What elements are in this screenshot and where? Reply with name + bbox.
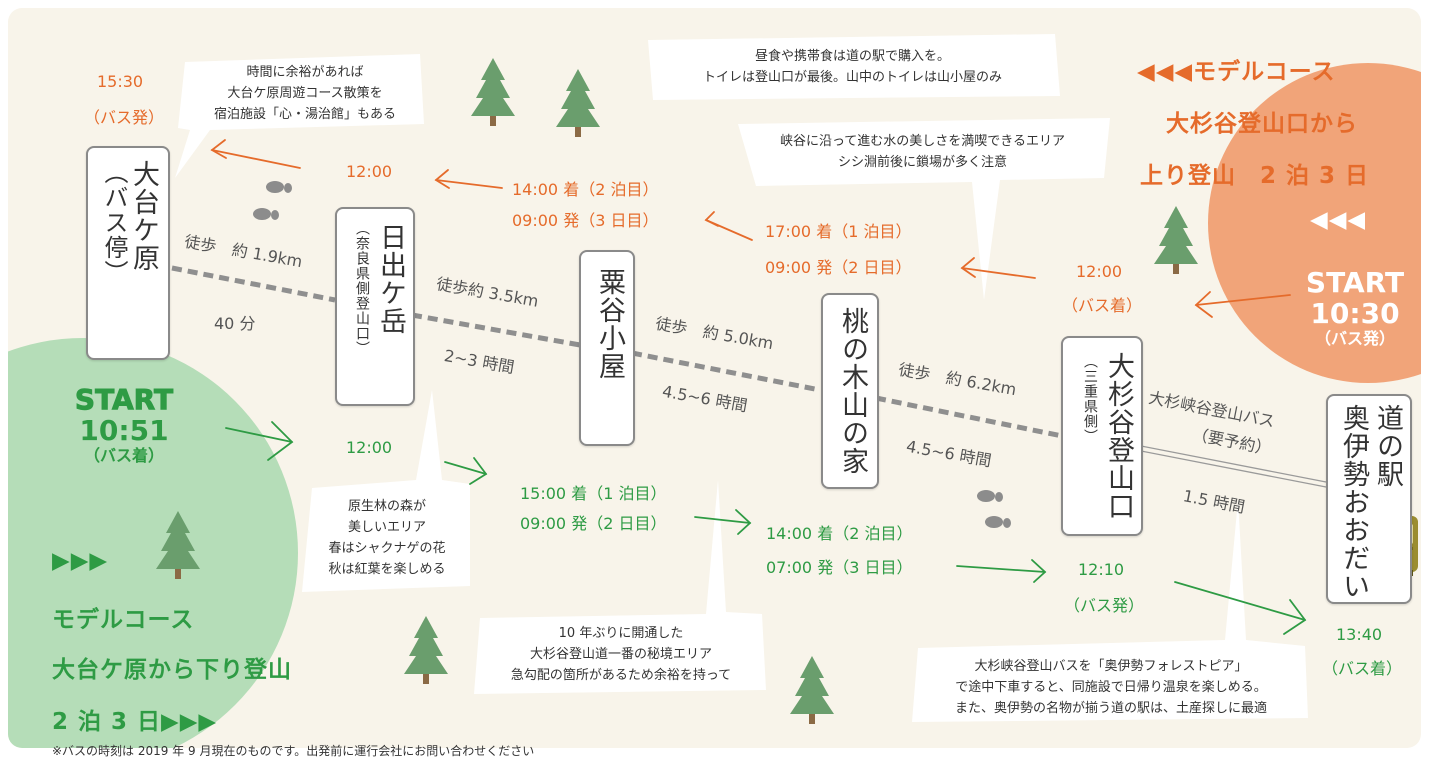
odaigahara-name: 大台ケ原 [128, 160, 159, 272]
trailhead-arrive-note: （バス着） [1062, 296, 1143, 315]
momonoki-south-line1: 14:00 着（2 泊目） [766, 524, 913, 543]
tree-icon [1154, 206, 1198, 274]
kuritani-north-line2: 09:00 発（3 日目） [512, 211, 659, 230]
north-title-line3: 上り登山 2 泊 3 日 [1140, 163, 1370, 189]
bubble-forest-shape [302, 390, 470, 592]
osugidani-name: 大杉谷登山口 [1103, 352, 1134, 520]
footnote: ※バスの時刻は 2019 年 9 月現在のものです。出発前に運行会社にお問い合わ… [52, 744, 535, 758]
kuritani-south-line1: 15:00 着（1 泊目） [520, 484, 667, 503]
arrow-icon [444, 457, 488, 485]
bubble-onsen: 大杉峡谷登山バスを「奥伊勢フォレストピア」で途中下車すると、同施設で日帰り温泉を… [954, 659, 1267, 716]
bubble-reopened: 10 年ぶりに開通した大杉谷登山道一番の秘境エリア急勾配の箇所があるため余裕を持… [510, 626, 732, 683]
station-osugidani: 大杉谷登山口 （三重県側） [1061, 336, 1143, 536]
bubble-reopened-shape [474, 480, 766, 694]
north-title-arrows: ◀◀◀ [1310, 207, 1367, 233]
tree-icon [790, 656, 834, 724]
michinoeki-col2: 奥伊勢おおだい [1338, 404, 1369, 600]
odaigahara-depart-time: 15:30 [97, 72, 144, 91]
bubble-forest: 原生林の森が美しいエリア春はシャクナゲの花秋は紅葉を楽しめる [328, 499, 446, 577]
kuritani-name: 粟谷小屋 [594, 268, 625, 380]
north-title-line2: 大杉谷登山口から [1166, 111, 1358, 137]
start-south: START 10:51 （バス着） [74, 383, 174, 465]
momonoki-south-line2: 07:00 発（3 日目） [766, 558, 913, 577]
hinode-time-north: 12:00 [346, 162, 393, 181]
trailhead-arrive-time: 12:00 [1076, 262, 1123, 281]
station-kuritani: 粟谷小屋 [579, 250, 635, 446]
trailhead-depart-note: （バス発） [1064, 596, 1145, 615]
trail-odaigahara-hinode [171, 265, 336, 303]
station-michinoeki: 道の駅 奥伊勢おおだい [1326, 394, 1412, 604]
arrow-icon [694, 509, 752, 535]
arrow-icon [956, 559, 1047, 583]
bubble-gorge-shape [738, 118, 1110, 300]
arrow-icon [225, 421, 294, 461]
arrow-icon [1194, 291, 1291, 318]
arrow-icon [704, 211, 753, 241]
odaigahara-depart-note: （バス発） [84, 108, 165, 127]
arrow-icon [434, 169, 503, 189]
bubble-food-shape [648, 34, 1060, 100]
station-hinode: 日出ケ岳 （奈良県側登山口） [335, 207, 415, 406]
arrow-icon [1174, 581, 1307, 635]
trail-kuritani-momonoki [631, 350, 821, 393]
bubble-odaigahara-shape [175, 54, 424, 178]
footprints-icon [977, 490, 1011, 528]
arrow-icon [960, 257, 1036, 279]
hinode-name: 日出ケ岳 [375, 223, 406, 335]
michinoeki-col1: 道の駅 [1372, 404, 1403, 488]
arrow-icon [210, 139, 301, 169]
bubble-gorge: 峡谷に沿って進む水の美しさを満喫できるエリアシシ淵前後に鎖場が多く注意 [779, 134, 1066, 170]
michinoeki-arrive-time: 13:40 [1336, 625, 1383, 644]
start-north: START 10:30 （バス発） [1305, 266, 1405, 348]
momonoki-name: 桃の木山の家 [837, 307, 868, 475]
bus-route [1140, 445, 1327, 483]
odaigahara-sub: （バス停） [100, 160, 128, 285]
tree-icon [156, 511, 200, 579]
south-title-line1: モデルコース [52, 607, 195, 633]
south-title-line2: 大台ケ原から下り登山 [52, 657, 292, 683]
hinode-time-south: 12:00 [346, 438, 393, 457]
trailhead-depart-time: 12:10 [1078, 560, 1125, 579]
south-title-arrows: ▶▶▶ [52, 548, 109, 574]
footprints-icon [253, 181, 292, 220]
seg1-time: 40 分 [214, 314, 256, 333]
momonoki-north-line1: 17:00 着（1 泊目） [765, 222, 912, 241]
tree-icon [556, 69, 600, 137]
osugidani-sub: （三重県側） [1082, 354, 1098, 444]
momonoki-north-line2: 09:00 発（2 日目） [765, 258, 912, 277]
north-title-line1: ◀◀◀モデルコース [1137, 59, 1336, 85]
hinode-sub: （奈良県側登山口） [354, 221, 370, 356]
kuritani-south-line2: 09:00 発（2 日目） [520, 514, 667, 533]
bubble-food: 昼食や携帯食は道の駅で購入を。トイレは登山口が最後。山中のトイレは山小屋のみ [702, 49, 1002, 85]
trail-momonoki-osugidani [875, 395, 1063, 439]
tree-icon [471, 58, 515, 126]
kuritani-north-line1: 14:00 着（2 泊目） [512, 180, 659, 199]
station-odaigahara: 大台ケ原 （バス停） [86, 146, 170, 360]
bubble-onsen-shape [912, 500, 1308, 722]
bubble-odaigahara: 時間に余裕があれば大台ケ原周遊コース散策を宿泊施設「心・湯治館」もある [213, 65, 396, 122]
michinoeki-arrive-note: （バス着） [1322, 659, 1403, 678]
station-momonoki: 桃の木山の家 [821, 293, 879, 489]
south-title-line3: 2 泊 3 日▶▶▶ [52, 709, 218, 735]
tree-icon [404, 616, 448, 684]
trail-hinode-kuritani [411, 312, 581, 348]
